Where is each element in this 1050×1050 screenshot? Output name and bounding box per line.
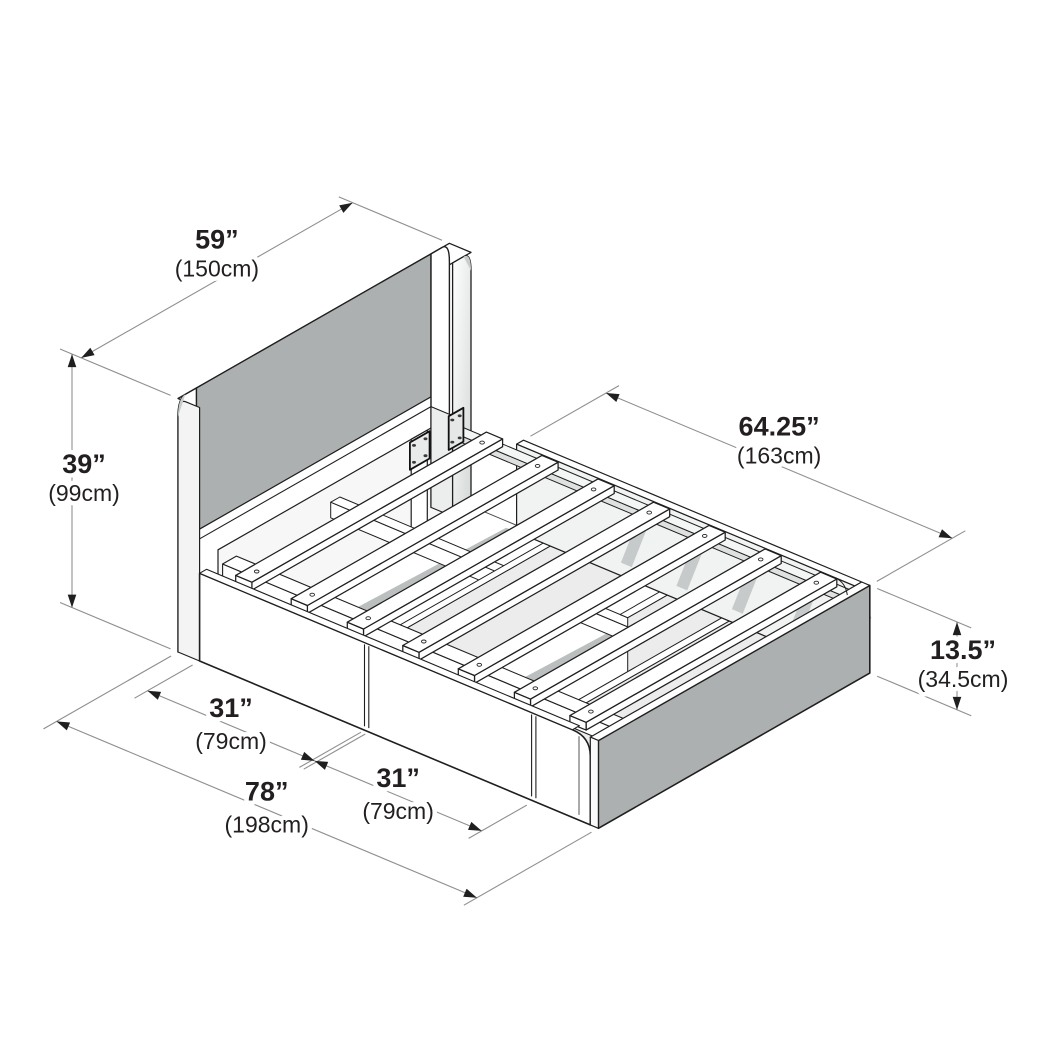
dim-side-rail-length-inches-label: 64.25” — [739, 412, 820, 442]
dim-headboard-height-inches-label: 39” — [62, 449, 106, 479]
extension-line — [59, 601, 171, 650]
screw-hole — [412, 460, 416, 464]
screw-hole — [701, 533, 708, 538]
headboard-left-post-side — [177, 400, 201, 662]
dimension-arrow — [468, 821, 482, 831]
headboard-bracket — [408, 430, 431, 471]
slat-top — [402, 501, 671, 653]
dimension-line — [605, 392, 953, 539]
extension-line — [303, 733, 366, 770]
extension-line — [530, 385, 620, 437]
screw-hole — [479, 440, 485, 445]
screw-hole — [532, 686, 539, 691]
extension-line — [338, 196, 443, 241]
footboard-left-end — [589, 736, 600, 829]
rail-bracket — [447, 406, 465, 451]
extension-line — [876, 587, 972, 629]
dimension-line — [147, 690, 315, 762]
screw-hole — [757, 557, 764, 562]
dimension-arrow — [147, 690, 162, 700]
left-post-corner-shade — [178, 394, 186, 417]
screw-hole — [534, 463, 541, 468]
dim-side-rail-length-cm-label: (163cm) — [737, 443, 821, 469]
screw-hole — [253, 569, 260, 574]
dim-side-rail-height-inches-label: 13.5” — [930, 635, 996, 665]
screw-hole — [588, 709, 594, 714]
screw-hole — [423, 454, 428, 458]
extension-line — [299, 731, 362, 768]
extension-line — [468, 804, 528, 839]
drawer-front-top — [199, 568, 580, 731]
dimension-line — [80, 202, 353, 359]
screw-hole — [450, 440, 455, 444]
slat-top — [457, 524, 726, 677]
extension-line — [134, 664, 193, 699]
dimension-arrow — [81, 347, 95, 358]
dim-headboard-width-cm-label: (150cm) — [175, 255, 259, 281]
screw-hole — [309, 592, 315, 597]
screw-hole — [365, 616, 371, 621]
right-post-corner-shade — [463, 255, 471, 271]
dimension-line — [56, 720, 478, 899]
dim-overall-length-cm-label: (198cm) — [225, 812, 309, 838]
dim-drawer-front-length-cm-label: (79cm) — [195, 728, 267, 754]
screw-hole — [646, 510, 652, 515]
dimension-arrow — [56, 721, 71, 731]
dim-drawer-front-length-inches-label: 31” — [209, 693, 253, 723]
dimension-arrow — [952, 622, 962, 636]
slat-top — [346, 478, 615, 630]
dimension-arrow — [938, 529, 953, 539]
screw-hole — [457, 436, 462, 440]
dimension-arrow — [952, 696, 962, 710]
screw-hole — [412, 444, 416, 447]
dimension-arrow — [314, 760, 329, 770]
dimension-arrow — [300, 751, 315, 761]
dim-drawer-rear-length-inches-label: 31” — [376, 763, 420, 793]
dimension-arrow — [67, 594, 77, 608]
slat-top — [235, 431, 504, 583]
screw-hole — [813, 580, 820, 585]
dimension-arrow — [67, 354, 77, 368]
dim-drawer-rear-length-cm-label: (79cm) — [362, 798, 434, 824]
extension-line — [463, 831, 592, 906]
slat-top — [290, 454, 559, 607]
screw-hole — [450, 418, 455, 422]
dimension-arrow — [606, 393, 620, 402]
screw-hole — [476, 662, 483, 667]
dim-headboard-height-cm-label: (99cm) — [48, 480, 120, 506]
dimension-line — [314, 760, 482, 832]
screw-hole — [421, 639, 427, 644]
foot-corner-round — [835, 577, 848, 596]
dim-side-rail-height-cm-label: (34.5cm) — [918, 666, 1009, 692]
extension-line — [876, 530, 966, 582]
screw-hole — [423, 437, 428, 441]
dim-headboard-width-inches-label: 59” — [195, 224, 239, 254]
extension-line — [59, 348, 171, 396]
dimension-arrow — [463, 888, 477, 898]
screw-hole — [590, 487, 597, 492]
extension-line — [43, 655, 172, 730]
headboard-right-post-face — [451, 255, 472, 518]
extension-line — [876, 675, 972, 717]
screw-hole — [457, 414, 462, 418]
slat-top — [513, 548, 782, 700]
dimension-arrow — [339, 202, 353, 213]
dim-overall-length-inches-label: 78” — [245, 777, 289, 807]
